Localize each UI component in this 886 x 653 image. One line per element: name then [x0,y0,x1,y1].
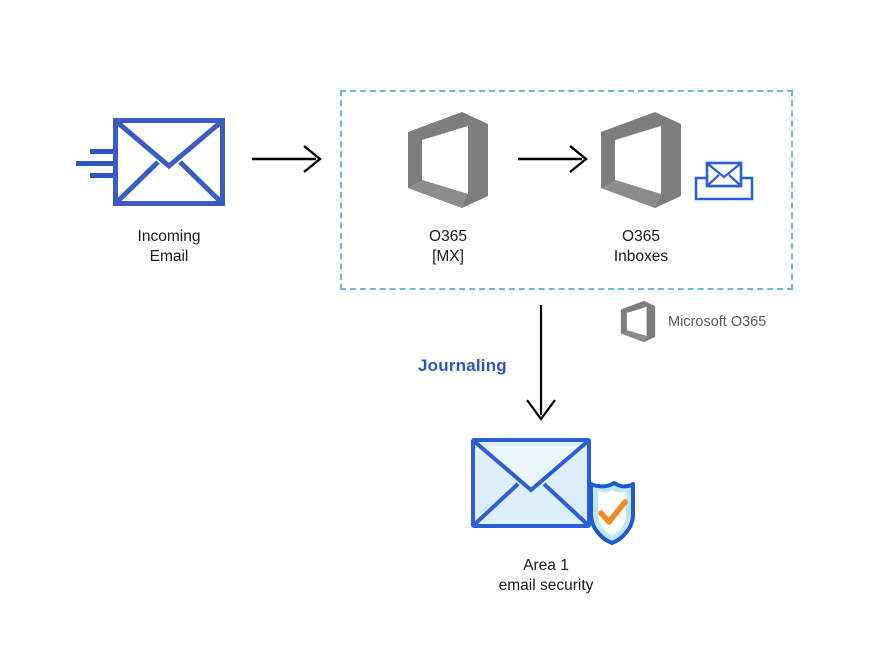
shielded-envelope-icon [470,436,635,546]
arrow-incoming-to-mx [252,143,324,175]
incoming-email-label: Incoming Email [137,228,201,265]
arrow-mx-to-inboxes [518,143,590,175]
o365-mx-label: O365 [MX] [429,228,467,265]
journaling-label: Journaling [418,356,507,375]
o365-inboxes-label: O365 Inboxes [613,228,669,265]
legend-label: Microsoft O365 [668,314,767,330]
area1-label: Area 1 email security [498,557,594,594]
o365-inboxes-icon [599,110,683,210]
envelope-icon [113,118,225,206]
o365-boundary-box [340,90,793,290]
o365-mx-icon [406,110,490,210]
inbox-tray-envelope-icon [694,158,754,202]
signal-lines-icon [72,140,120,188]
arrow-journaling-down [522,305,562,423]
legend-o365-icon [620,300,656,343]
